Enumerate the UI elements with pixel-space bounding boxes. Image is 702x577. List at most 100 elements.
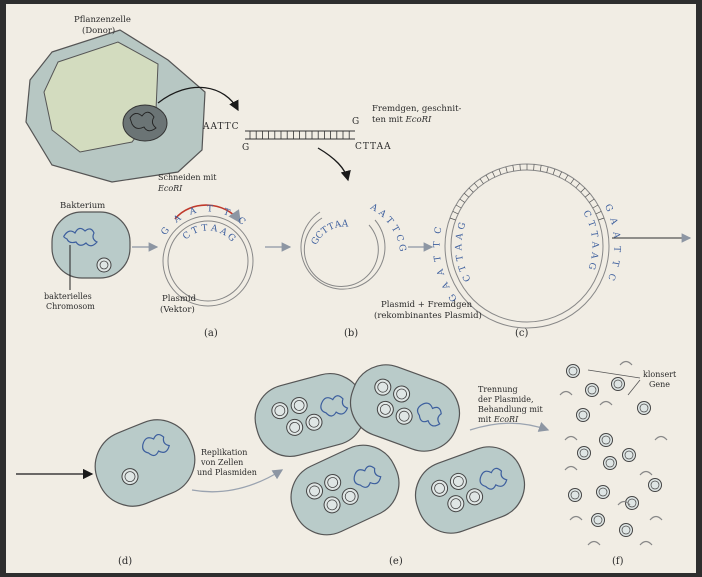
plasmid-a-top-base-2: A	[187, 206, 198, 218]
cloned-gene-fragment-10	[564, 465, 578, 471]
plasmid-b-left-base-5: A	[341, 220, 349, 230]
cloned-plasmid-9	[568, 488, 582, 502]
foreign-gene-fragment	[245, 130, 355, 140]
foreign-gene-label-2: ten mit EcoRI	[372, 115, 432, 125]
plasmid-a-top-base-3: T	[207, 204, 213, 214]
cloned-gene-fragment-9	[639, 540, 653, 546]
bacterium	[51, 211, 131, 290]
separation-label-4: mit EcoRI	[478, 415, 519, 424]
cloned-gene-fragment-2	[654, 435, 668, 441]
plasmid-b-left-base-2: T	[320, 225, 331, 237]
plasmid-a-top-base-5: C	[235, 216, 247, 228]
plasmid-c-left-outer-base-1: A	[440, 280, 452, 292]
donor-label-2: (Donor)	[82, 25, 115, 36]
cloned-pointer-1	[587, 369, 641, 379]
separation-label-1: Trennung	[478, 385, 518, 394]
plasmid-c-right-outer-base-4: T	[609, 259, 620, 267]
plasmid-c-left-inner-base-1: T	[457, 263, 468, 272]
plasmid-c-left-inner-base-4: A	[455, 232, 466, 241]
plasmid-c-left-inner-base-5: G	[457, 221, 469, 231]
cloned-plasmid-4	[576, 408, 590, 422]
cloned-plasmid-8	[603, 456, 617, 470]
panel-label-b: (b)	[344, 328, 358, 339]
replicated-bacterium-2	[290, 444, 400, 536]
plasmid-b-left-base-4: A	[333, 220, 343, 231]
plasmid-c-right-outer-base-0: G	[602, 203, 614, 214]
plasmid-c-left-inner-base-0: C	[461, 272, 473, 283]
cloned-pointer-2	[627, 379, 641, 396]
cut-label-1: Schneiden mit	[158, 173, 217, 182]
cloned-plasmid-0	[566, 364, 580, 378]
plasmid-c-right-outer-base-2: A	[610, 230, 621, 239]
cloned-plasmid-3	[637, 401, 651, 415]
plasmid-b-right-base-4: C	[393, 233, 405, 243]
replicated-bacterium-3	[414, 446, 526, 534]
plasmid-c-left-outer-base-4: T	[432, 241, 442, 247]
recombinant-label-1: Plasmid + Fremdgen	[381, 300, 473, 310]
insert-arrow	[317, 147, 351, 182]
cloned-plasmid-12	[648, 478, 662, 492]
seq-top-sticky: AATTC	[202, 122, 240, 132]
plasmid-c-left-outer-base-2: A	[436, 267, 448, 278]
panel-label-c: (c)	[515, 328, 529, 339]
plasmid-b-right-base-5: G	[396, 244, 407, 253]
cloned-plasmid-11	[625, 496, 639, 510]
cloned-gene-fragment-5	[569, 515, 583, 521]
panel-label-f: (f)	[612, 556, 624, 567]
plasmid-c-right-inner-base-3: A	[589, 240, 599, 248]
cloned-label-1: klonsert	[643, 370, 677, 379]
separation-label-3: Behandlung mit	[478, 405, 543, 414]
plasmid-c-right-outer-base-5: C	[605, 272, 617, 282]
cloned-genes	[559, 360, 668, 546]
plasmid-b-right-base-0: A	[368, 202, 380, 215]
bacterium-d	[94, 419, 196, 507]
plasmid-b-left-base-3: T	[327, 222, 337, 234]
plasmid-label-2: (Vektor)	[160, 304, 195, 315]
plasmid-c-left-outer-base-5: C	[433, 226, 444, 235]
cloned-gene-fragment-7	[649, 515, 663, 521]
chromosome-label-2: Chromosom	[46, 302, 95, 311]
panel-label-d: (d)	[118, 556, 132, 567]
cloned-plasmid-1	[585, 383, 599, 397]
panel-label-e: (e)	[389, 556, 403, 567]
seq-top-g: G	[352, 117, 360, 127]
chromosome-label-1: bakterielles	[44, 292, 92, 301]
donor-plant-cell	[25, 29, 206, 183]
separation-label-2: der Plasmide,	[478, 395, 534, 404]
cloned-gene-fragment-6	[617, 500, 631, 506]
replicated-bacterium-0	[254, 373, 366, 457]
cloned-gene-fragment-4	[639, 470, 653, 476]
foreign-gene-label-1: Fremdgen, geschnit-	[372, 104, 462, 114]
plasmid-a-top-base-4: T	[222, 207, 231, 218]
plasmid-a-inner-base-1: T	[191, 225, 200, 237]
cloned-plasmid-13	[591, 513, 605, 527]
plasmid-a-inner-base-0: C	[181, 230, 193, 242]
replicated-bacteria	[254, 364, 526, 536]
replication-label-2: von Zellen	[200, 458, 243, 467]
cloned-gene-fragment-11	[599, 400, 613, 406]
seq-bottom-g: G	[242, 143, 250, 153]
plasmid-c-right-outer-base-1: A	[607, 216, 619, 226]
plasmid-c-right-inner-base-0: C	[581, 209, 593, 220]
plasmid-a-top-base-0: G	[160, 226, 172, 238]
plasmid-b-right-base-2: T	[383, 216, 395, 227]
plasmid-b-left-base-0: G	[310, 236, 322, 247]
plasmid-b-right-base-3: T	[389, 224, 401, 234]
cloned-plasmid-6	[622, 448, 636, 462]
plasmid-c-right-inner-base-4: A	[588, 251, 599, 260]
plasmid-c-right-inner-base-1: T	[585, 220, 596, 229]
cloned-label-2: Gene	[649, 380, 670, 389]
cloned-gene-fragment-0	[559, 390, 573, 396]
plasmid-c-left-outer-base-0: G	[448, 291, 460, 303]
cloned-gene-fragment-3	[564, 435, 578, 441]
extraction-arrow	[157, 86, 239, 112]
plasmid-c-left-outer-base-3: T	[433, 255, 444, 262]
plasmid-c-left-inner-base-2: T	[455, 254, 466, 262]
plasmid-a-inner-base-3: A	[209, 223, 219, 234]
plasmid-a-inner-base-4: A	[217, 226, 229, 239]
cloned-gene-fragment-1	[619, 360, 633, 366]
chromosome-squiggle	[63, 227, 98, 247]
